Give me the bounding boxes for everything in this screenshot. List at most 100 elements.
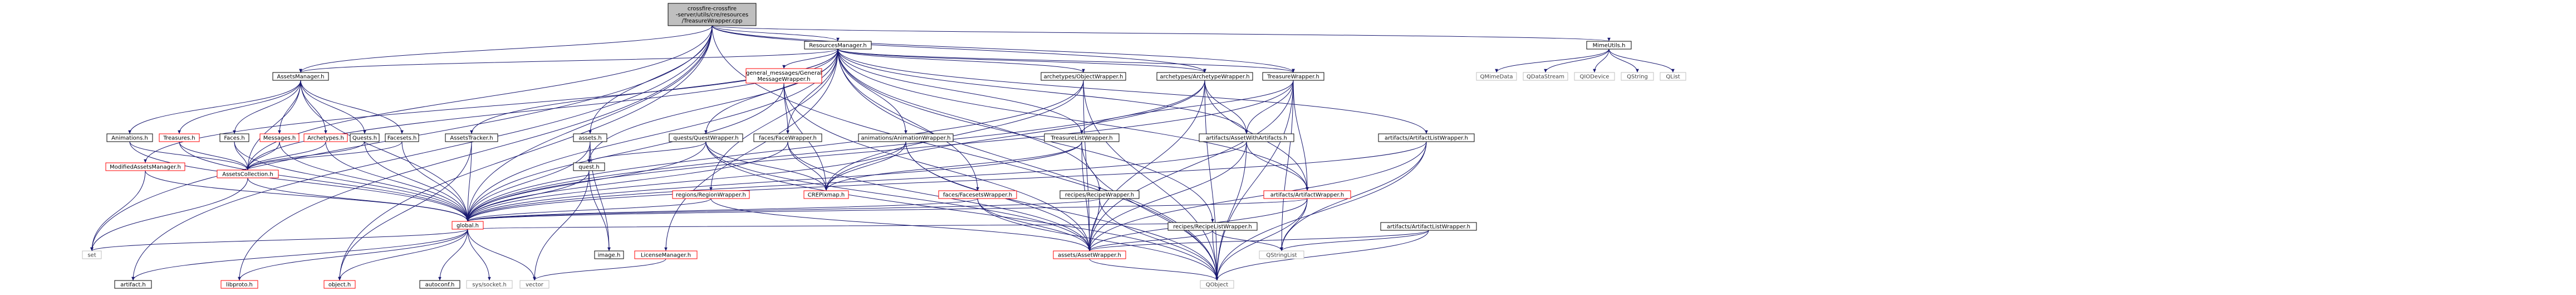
- node-ModifiedAssetsManager[interactable]: ModifiedAssetsManager.h: [105, 162, 185, 171]
- node-label-QString: QString: [1627, 74, 1648, 80]
- node-label-AssetWrapper: assets/AssetWrapper.h: [1058, 253, 1121, 259]
- edge-ArchetypeWrapper-to-global: [466, 80, 1205, 222]
- node-image[interactable]: image.h: [594, 250, 624, 259]
- edge-ResourcesManager-to-AnimationWrapper: [837, 49, 907, 134]
- node-AssetWithArtifacts[interactable]: artifacts/AssetWithArtifacts.h: [1199, 133, 1294, 142]
- node-label-GeneralMessageWrapper: MessageWrapper.h: [757, 76, 810, 83]
- node-AssetsManager[interactable]: AssetsManager.h: [272, 72, 329, 81]
- edge-ModifiedAssetsManager-to-set: [90, 170, 146, 252]
- edge-global-to-libproto: [238, 229, 468, 281]
- node-label-QuestWrapper: quests/QuestWrapper.h: [673, 136, 738, 142]
- node-libproto[interactable]: libproto.h: [220, 280, 258, 289]
- edge-Treasures-to-global: [179, 141, 469, 222]
- node-TreasureListWrapper[interactable]: TreasureListWrapper.h: [1044, 133, 1120, 142]
- edge-TreasureListWrapper-to-CREPixmap: [825, 141, 1082, 191]
- node-Archetypes[interactable]: Archetypes.h: [303, 133, 348, 142]
- node-AssetsCollection[interactable]: AssetsCollection.h: [217, 170, 279, 178]
- edge-global-to-set: [90, 229, 468, 252]
- node-label-RecipeListWrapper: recipes/RecipeListWrapper.h: [1173, 224, 1252, 230]
- node-box-ResourcesManager: [804, 41, 872, 50]
- node-box-AssetsCollection: [217, 170, 279, 178]
- node-box-syssocket: [466, 280, 513, 289]
- node-global[interactable]: global.h: [452, 221, 484, 230]
- node-Facesets[interactable]: Facesets.h: [385, 133, 419, 142]
- node-ArtifactListWrapper[interactable]: artifacts/ArtifactListWrapper.h: [1378, 133, 1475, 142]
- node-object[interactable]: object.h: [323, 280, 356, 289]
- node-MimeUtils[interactable]: MimeUtils.h: [1586, 41, 1632, 50]
- edge-RecipeWrapper-to-QObject: [1099, 198, 1219, 281]
- edge-AssetsManager-to-AssetsCollection: [246, 80, 301, 171]
- edge-AssetsManager-to-global: [300, 80, 469, 222]
- node-Animations[interactable]: Animations.h: [106, 133, 153, 142]
- node-FaceWrapper[interactable]: faces/FaceWrapper.h: [753, 133, 822, 142]
- edge-root-to-MimeUtils: [712, 25, 1611, 42]
- node-QuestWrapper[interactable]: quests/QuestWrapper.h: [669, 133, 743, 142]
- edge-TreasureWrapper-to-global: [466, 80, 1294, 222]
- node-box-QMimeData: [1476, 72, 1517, 81]
- node-FacesetsWrapper[interactable]: faces/FacesetsWrapper.h: [938, 190, 1017, 199]
- edge-ResourcesManager-to-RecipeWrapper: [837, 49, 1101, 191]
- edge-root-to-artifact: [131, 25, 713, 281]
- edge-TreasureListWrapper-to-QObject: [1081, 141, 1219, 281]
- edge-Archetypes-to-global: [325, 141, 469, 222]
- edge-Animations-to-AssetsCollection: [129, 141, 249, 171]
- edge-Treasures-to-AssetsCollection: [179, 141, 249, 171]
- node-RegionWrapper[interactable]: regions/RegionWrapper.h: [672, 190, 750, 199]
- edge-TreasureWrapper-to-TreasureListWrapper: [1080, 80, 1294, 134]
- node-AssetsTracker[interactable]: AssetsTracker.h: [445, 133, 498, 142]
- edge-ArchetypeWrapper-to-QObject: [1204, 80, 1219, 281]
- edge-Faces-to-global: [234, 141, 469, 222]
- node-box-ArchetypeWrapper: [1156, 72, 1253, 81]
- node-label-Animations: Animations.h: [111, 136, 148, 142]
- node-label-QIODevice: QIODevice: [1580, 74, 1610, 80]
- node-LicenseManager[interactable]: LicenseManager.h: [634, 250, 698, 259]
- node-Messages[interactable]: Messages.h: [259, 133, 300, 142]
- node-label-QDataStream: QDataStream: [1527, 74, 1564, 80]
- node-AssetWrapper[interactable]: assets/AssetWrapper.h: [1053, 250, 1126, 259]
- node-ArtifactWrapper[interactable]: artifacts/ArtifactWrapper.h: [1263, 190, 1351, 199]
- node-RecipeListWrapper[interactable]: recipes/RecipeListWrapper.h: [1167, 222, 1258, 231]
- edge-quest-to-global: [466, 170, 590, 222]
- node-box-set: [82, 250, 102, 259]
- node-label-object: object.h: [328, 282, 351, 288]
- edge-TreasureListWrapper-to-global: [466, 141, 1082, 222]
- edge-MimeUtils-to-QMimeData: [1495, 49, 1610, 73]
- node-assets[interactable]: assets.h: [573, 133, 607, 142]
- node-ObjectWrapper[interactable]: archetypes/ObjectWrapper.h: [1041, 72, 1126, 81]
- edge-global-to-vector: [467, 229, 536, 281]
- node-artifact[interactable]: artifact.h: [114, 280, 152, 289]
- node-ArtifactListWrapper2[interactable]: artifacts/ArtifactListWrapper.h: [1380, 222, 1477, 231]
- edge-global-to-object: [338, 229, 468, 281]
- node-label-syssocket: sys/socket.h: [472, 282, 507, 288]
- node-RecipeWrapper[interactable]: recipes/RecipeWrapper.h: [1059, 190, 1140, 199]
- node-Quests[interactable]: Quests.h: [350, 133, 380, 142]
- node-QStringList: QStringList: [1259, 250, 1304, 259]
- node-root: crossfire-crossfire-server/utils/cre/res…: [668, 3, 757, 26]
- edge-RecipeListWrapper-to-QStringList: [1212, 230, 1283, 252]
- edge-AssetWithArtifacts-to-QObject: [1215, 141, 1247, 281]
- node-TreasureWrapper[interactable]: TreasureWrapper.h: [1262, 72, 1324, 81]
- node-autoconf[interactable]: autoconf.h: [419, 280, 460, 289]
- node-Treasures[interactable]: Treasures.h: [159, 133, 200, 142]
- node-quest[interactable]: quest.h: [573, 162, 605, 171]
- node-AnimationWrapper[interactable]: animations/AnimationWrapper.h: [858, 133, 954, 142]
- edge-RecipeListWrapper-to-AssetWrapper: [1088, 230, 1213, 252]
- node-ResourcesManager[interactable]: ResourcesManager.h: [804, 41, 872, 50]
- edge-root-to-ArchetypeWrapper: [712, 25, 1206, 73]
- edge-ResourcesManager-to-ArchetypeWrapper: [837, 49, 1206, 73]
- node-CREPixmap[interactable]: CREPixmap.h: [803, 190, 849, 199]
- node-label-global: global.h: [457, 223, 479, 229]
- node-label-ArtifactListWrapper: artifacts/ArtifactListWrapper.h: [1385, 136, 1468, 142]
- edge-QuestWrapper-to-quest: [587, 141, 706, 163]
- node-Faces[interactable]: Faces.h: [219, 133, 249, 142]
- node-label-assets: assets.h: [578, 136, 601, 142]
- edge-QuestWrapper-to-global: [466, 141, 706, 222]
- edge-TreasureWrapper-to-AssetWrapper: [1088, 80, 1294, 252]
- edge-root-to-AssetsManager: [299, 25, 713, 73]
- node-label-ArchetypeWrapper: archetypes/ArchetypeWrapper.h: [1160, 74, 1249, 80]
- node-ArchetypeWrapper[interactable]: archetypes/ArchetypeWrapper.h: [1156, 72, 1253, 81]
- edge-QuestWrapper-to-AssetWrapper: [705, 141, 1091, 252]
- edge-ResourcesManager-to-FacesetsWrapper: [837, 49, 979, 191]
- node-box-TreasureListWrapper: [1044, 133, 1120, 142]
